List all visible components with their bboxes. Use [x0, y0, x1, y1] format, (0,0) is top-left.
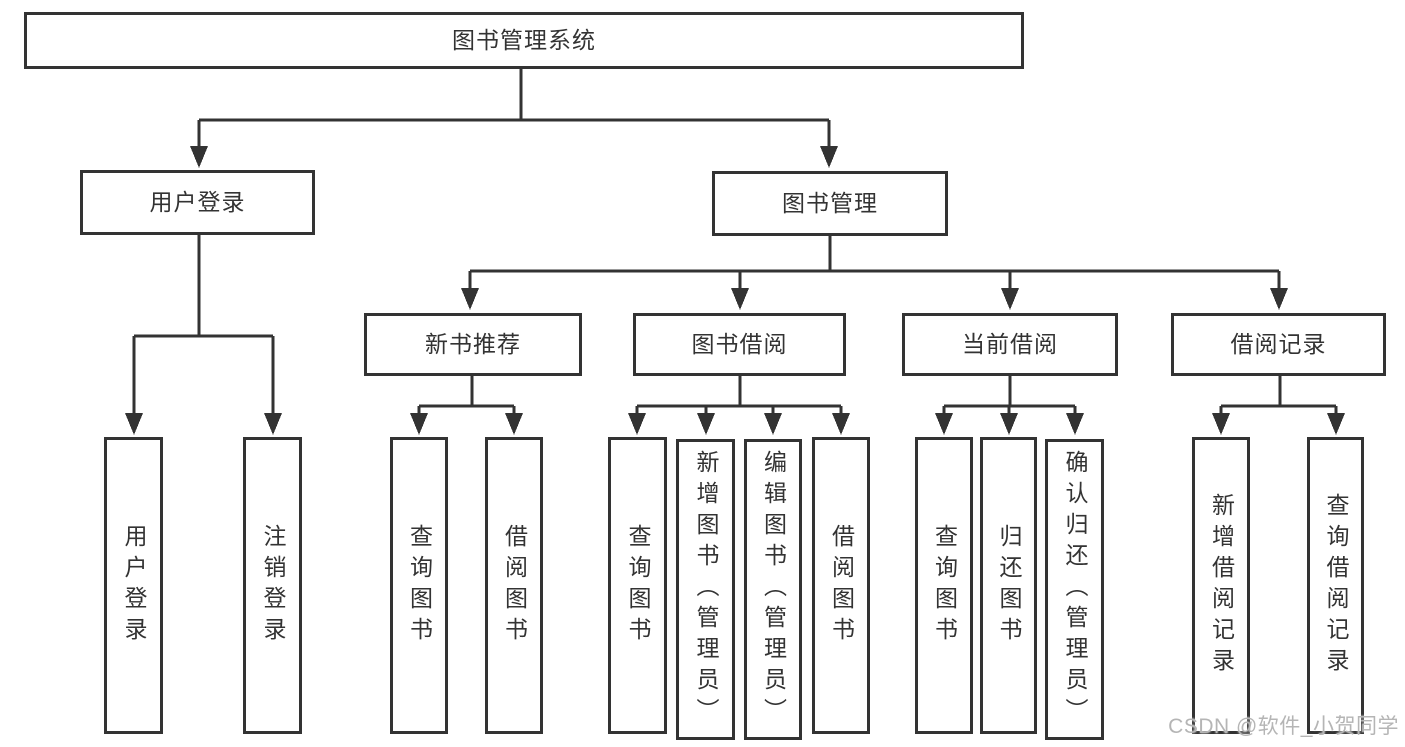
connector-book-borrow	[635, 376, 843, 418]
leaf-return-books: 归还图书	[980, 437, 1037, 734]
connector-borrow-records	[1219, 376, 1338, 418]
leaf-borrow-books-1-label: 借阅图书	[501, 523, 528, 648]
node-root-label: 图书管理系统	[452, 27, 596, 53]
leaf-edit-books-admin: 编辑图书（管理员）	[744, 439, 802, 740]
node-book-management: 图书管理	[712, 171, 948, 236]
node-current-borrow: 当前借阅	[902, 313, 1118, 376]
leaf-query-books-3: 查询图书	[915, 437, 973, 734]
node-current-borrow-label: 当前借阅	[962, 331, 1058, 357]
leaf-add-borrow-record-label: 新增借阅记录	[1208, 492, 1235, 679]
leaf-user-login-label: 用户登录	[121, 523, 147, 648]
node-book-borrow-label: 图书借阅	[691, 331, 788, 357]
leaf-borrow-books-2-label: 借阅图书	[828, 523, 855, 648]
node-book-management-label: 图书管理	[782, 190, 878, 216]
connector-user-login	[132, 234, 275, 416]
leaf-return-books-label: 归还图书	[996, 523, 1022, 648]
leaf-logout: 注销登录	[243, 437, 302, 734]
leaf-add-books-admin-label: 新增图书（管理员）	[693, 450, 719, 729]
leaf-borrow-books-2: 借阅图书	[812, 437, 870, 734]
leaf-query-books-2: 查询图书	[608, 437, 667, 734]
leaf-confirm-return-admin: 确认归还（管理员）	[1045, 439, 1104, 740]
watermark: CSDN @软件_小贺同学	[1168, 715, 1399, 738]
node-user-login: 用户登录	[80, 170, 315, 235]
connector-current-borrow	[942, 376, 1077, 418]
leaf-query-books-2-label: 查询图书	[625, 523, 651, 648]
arrowheads	[125, 146, 1345, 435]
leaf-logout-label: 注销登录	[260, 523, 286, 648]
leaf-query-borrow-record-label: 查询借阅记录	[1323, 492, 1349, 679]
leaf-add-borrow-record: 新增借阅记录	[1192, 437, 1250, 734]
leaf-query-borrow-record: 查询借阅记录	[1307, 437, 1364, 734]
leaf-add-books-admin: 新增图书（管理员）	[676, 439, 735, 740]
leaf-query-books-3-label: 查询图书	[931, 523, 958, 648]
node-user-login-label: 用户登录	[149, 189, 246, 215]
node-borrow-records-label: 借阅记录	[1230, 331, 1327, 357]
node-book-borrow: 图书借阅	[633, 313, 846, 376]
leaf-query-books-1: 查询图书	[390, 437, 448, 734]
node-new-book-recommend-label: 新书推荐	[425, 331, 521, 357]
connector-new-book	[417, 376, 516, 418]
leaf-edit-books-admin-label: 编辑图书（管理员）	[760, 450, 787, 729]
connector-root	[197, 69, 831, 150]
node-new-book-recommend: 新书推荐	[364, 313, 582, 376]
node-root: 图书管理系统	[24, 12, 1024, 69]
connector-book-management	[468, 236, 1281, 291]
leaf-user-login: 用户登录	[104, 437, 163, 734]
leaf-query-books-1-label: 查询图书	[406, 523, 433, 648]
leaf-borrow-books-1: 借阅图书	[485, 437, 543, 734]
leaf-confirm-return-admin-label: 确认归还（管理员）	[1062, 450, 1088, 729]
node-borrow-records: 借阅记录	[1171, 313, 1386, 376]
